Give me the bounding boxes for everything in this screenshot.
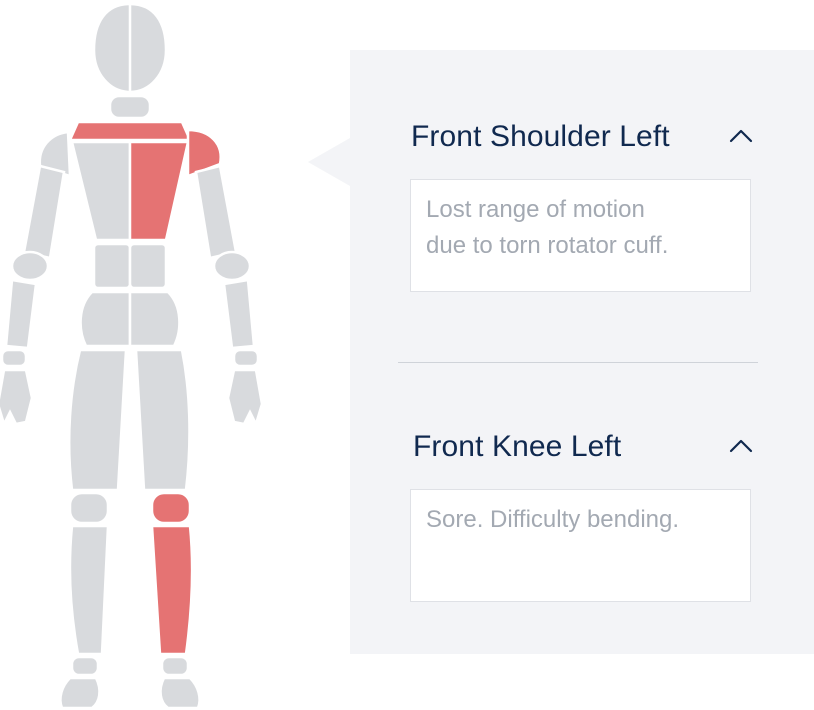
body-part-foot-right[interactable] xyxy=(59,676,101,710)
injury-entry-header[interactable]: Front Shoulder Left xyxy=(350,106,814,166)
body-part-forearm-left[interactable] xyxy=(222,278,256,350)
body-part-chest-left[interactable] xyxy=(128,140,190,242)
body-part-elbow-right[interactable] xyxy=(10,250,50,282)
body-part-pelvis-left[interactable] xyxy=(128,290,181,348)
body-part-pelvis-right[interactable] xyxy=(79,290,132,348)
body-part-front-shoulder-left[interactable] xyxy=(68,120,192,142)
body-part-thigh-left[interactable] xyxy=(134,348,191,492)
body-part-hand-left[interactable] xyxy=(226,368,264,428)
body-part-foot-left[interactable] xyxy=(159,676,201,710)
body-part-upper-arm-right[interactable] xyxy=(22,164,66,260)
body-part-ankle-left[interactable] xyxy=(160,655,190,677)
injury-title: Front Shoulder Left xyxy=(411,120,670,153)
chevron-up-icon[interactable] xyxy=(728,436,754,456)
injury-note-field[interactable]: Lost range of motion due to torn rotator… xyxy=(410,179,751,292)
body-part-front-knee-left[interactable] xyxy=(150,491,192,525)
body-part-hand-right[interactable] xyxy=(0,368,34,428)
body-part-wrist-left[interactable] xyxy=(232,348,260,368)
body-part-thigh-right[interactable] xyxy=(67,348,128,492)
injury-note-field[interactable]: Sore. Difficulty bending. xyxy=(410,489,751,602)
body-part-neck[interactable] xyxy=(108,94,152,120)
injury-entry-header[interactable]: Front Knee Left xyxy=(350,416,814,476)
body-part-upper-arm-left[interactable] xyxy=(194,164,238,260)
body-part-shoulder-left[interactable] xyxy=(186,128,222,178)
body-part-forearm-right[interactable] xyxy=(4,278,38,350)
divider xyxy=(398,362,758,363)
body-part-abdomen-left[interactable] xyxy=(128,242,168,290)
body-part-shin-right[interactable] xyxy=(68,524,110,656)
panel-pointer xyxy=(308,138,350,186)
chevron-up-icon[interactable] xyxy=(728,126,754,146)
body-part-shin-left[interactable] xyxy=(150,524,194,656)
body-part-ankle-right[interactable] xyxy=(70,655,100,677)
injury-title: Front Knee Left xyxy=(413,430,622,463)
body-part-knee-right[interactable] xyxy=(68,491,110,525)
body-part-abdomen-right[interactable] xyxy=(92,242,132,290)
body-map xyxy=(0,2,264,710)
body-part-elbow-left[interactable] xyxy=(212,250,252,282)
body-part-chest-right[interactable] xyxy=(70,140,132,242)
body-part-wrist-right[interactable] xyxy=(0,348,28,368)
notes-panel: Front Shoulder Left Lost range of motion… xyxy=(350,50,814,654)
